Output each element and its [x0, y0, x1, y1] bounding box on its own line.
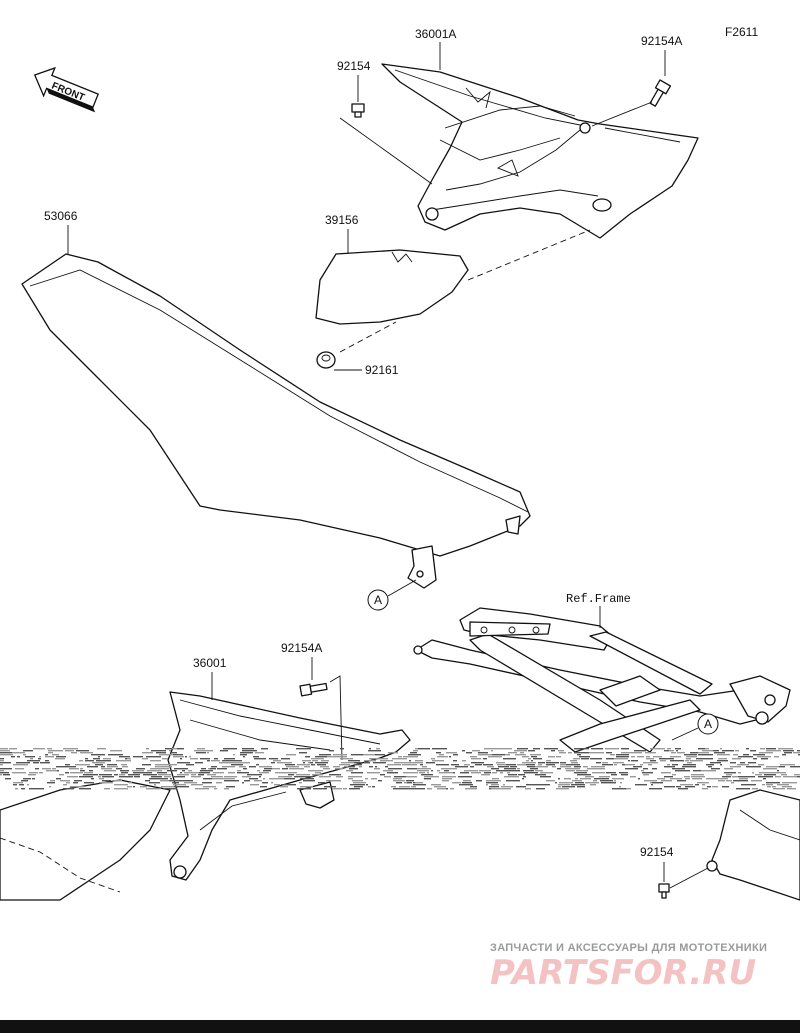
- bolt-92154A-top: [649, 79, 672, 107]
- svg-text:A: A: [374, 593, 382, 607]
- label-36001: 36001: [193, 656, 227, 670]
- label-36001A: 36001A: [415, 27, 456, 41]
- callout-a-seat: A: [367, 589, 389, 611]
- label-53066: 53066: [44, 209, 78, 223]
- rear-frame: [413, 607, 791, 753]
- label-92161: 92161: [365, 363, 399, 377]
- label-92154A-top: 92154A: [641, 34, 682, 48]
- bottom-bar: [0, 1020, 800, 1033]
- label-92154-top: 92154: [337, 59, 371, 73]
- side-cover-left-fin: [0, 779, 171, 901]
- bolt-92154-bottom: [658, 883, 670, 899]
- label-39156: 39156: [325, 213, 359, 227]
- grommet-92161: [316, 351, 336, 369]
- side-cover-right: [381, 63, 699, 239]
- label-92154A-bottom: 92154A: [281, 641, 322, 655]
- bolt-92154A-bottom: [299, 682, 328, 697]
- label-92154-bottom: 92154: [640, 845, 674, 859]
- bolt-92154-top: [351, 103, 365, 118]
- ref-frame-label: Ref.Frame: [566, 592, 631, 606]
- watermark-line1: ЗАПЧАСТИ И АКСЕССУАРЫ ДЛЯ МОТОТЕХНИКИ: [490, 942, 767, 954]
- svg-text:A: A: [704, 717, 712, 731]
- callout-a-frame: A: [697, 713, 719, 735]
- front-arrow-icon: FRONT: [33, 66, 100, 113]
- seat-53066: [21, 253, 531, 589]
- scan-noise-band: [0, 748, 800, 790]
- plate-39156: [315, 249, 469, 325]
- watermark-logo: PARTSFOR.RU: [490, 953, 756, 993]
- figure-code: F2611: [725, 25, 758, 39]
- rear-fender-right: [706, 789, 800, 901]
